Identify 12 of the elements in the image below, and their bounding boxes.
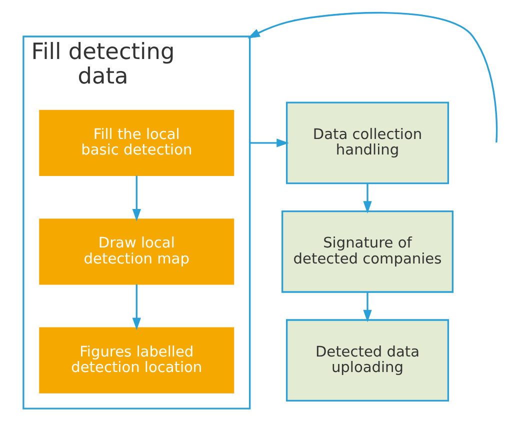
arrow (132, 176, 140, 222)
arrow (362, 292, 372, 322)
arrow (362, 183, 372, 214)
arrow (249, 138, 288, 148)
arrow (247, 12, 498, 143)
node-box: Signature of detected companies (281, 210, 454, 293)
node-box: Data collection handling (285, 102, 449, 184)
node-box: Fill the local basic detection (38, 110, 234, 176)
node-box: Detected data uploading (285, 319, 449, 402)
node-box: Draw local detection map (38, 218, 234, 285)
arrow (132, 284, 140, 330)
node-box: Figures labelled detection location (38, 327, 234, 394)
